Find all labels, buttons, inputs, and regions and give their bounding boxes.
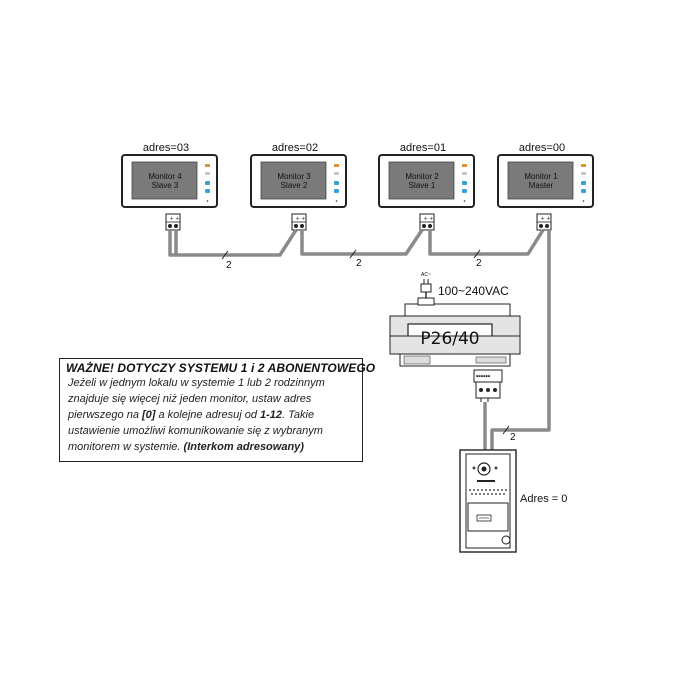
wire-count-label: 2 <box>476 258 482 269</box>
important-notice: WAŻNE! DOTYCZY SYSTEMU 1 i 2 ABONENTOWEG… <box>59 358 376 462</box>
call-icon <box>462 181 467 185</box>
monitor-role: Slave 1 <box>409 181 436 190</box>
svg-text:+ +: + + <box>296 216 306 222</box>
notice-bold-range: 1-12 <box>260 409 283 421</box>
led-orange-icon <box>334 164 339 167</box>
monitor-1: adres=00 Monitor 1 Master <box>497 142 594 208</box>
monitor-name: Monitor 1 <box>524 172 558 181</box>
led-orange-icon <box>205 164 210 167</box>
monitor-address-label: adres=03 <box>143 142 189 154</box>
monitor-name: Monitor 3 <box>277 172 311 181</box>
terminal-block-monitor-1: + + <box>536 213 552 231</box>
led-orange-icon <box>462 164 467 167</box>
voltage-label: 100~240VAC <box>438 284 509 298</box>
monitor-role: Slave 3 <box>152 181 179 190</box>
door-station <box>459 449 517 553</box>
speaker-grille-icon <box>469 489 507 495</box>
wire-count-label: 2 <box>356 258 362 269</box>
terminal-block-monitor-3: + + <box>291 213 307 231</box>
monitor-2: adres=01 Monitor 2 Slave 1 <box>378 142 475 208</box>
notice-text: . Takie ustawienie umożliwi komunikowani… <box>68 409 323 453</box>
unlock-icon <box>334 189 339 193</box>
monitor-screen <box>388 161 455 200</box>
call-icon <box>334 181 339 185</box>
power-supply-unit: P26/40 ▪▪▪▪▪▪ <box>389 297 521 402</box>
notice-title: WAŻNE! DOTYCZY SYSTEMU 1 i 2 ABONENTOWEG… <box>66 361 376 375</box>
monitor-address-label: adres=01 <box>400 142 446 154</box>
wire-count-marks <box>221 249 510 435</box>
notice-body: Jeżeli w jednym lokalu w systemie 1 lub … <box>66 375 356 455</box>
notice-bold-mode: (Interkom adresowany) <box>183 441 304 453</box>
door-station-address: Adres = 0 <box>520 493 567 505</box>
unlock-icon <box>205 189 210 193</box>
svg-text:+ +: + + <box>424 216 434 222</box>
monitor-role: Master <box>529 181 554 190</box>
monitor-3: adres=02 Monitor 3 Slave 2 <box>250 142 347 208</box>
monitor-screen <box>131 161 198 200</box>
terminal-block-monitor-2: + + <box>419 213 435 231</box>
svg-text:+ +: + + <box>170 216 180 222</box>
terminal-block-monitor-4: + + <box>165 213 181 231</box>
power-unit-model: P26/40 <box>420 329 479 349</box>
monitor-screen <box>507 161 574 200</box>
monitor-role: Slave 2 <box>281 181 308 190</box>
call-icon <box>581 181 586 185</box>
wire-count-label: 2 <box>510 432 516 443</box>
ac-label: AC~ <box>421 272 431 278</box>
unlock-icon <box>581 189 586 193</box>
wire-count-label: 2 <box>226 260 232 271</box>
notice-text: a kolejne adresuj od <box>155 409 261 421</box>
monitor-name: Monitor 2 <box>405 172 439 181</box>
unlock-icon <box>462 189 467 193</box>
monitor-address-label: adres=02 <box>272 142 318 154</box>
svg-text:+ +: + + <box>541 216 551 222</box>
svg-text:▪▪▪▪▪▪: ▪▪▪▪▪▪ <box>476 374 491 378</box>
notice-text: Jeżeli w jednym lokalu w systemie 1 lub … <box>68 377 325 421</box>
notice-bold-address: [0] <box>142 409 156 421</box>
monitor-name: Monitor 4 <box>148 172 182 181</box>
monitor-address-label: adres=00 <box>519 142 565 154</box>
monitor-screen <box>260 161 327 200</box>
monitor-4: adres=03 Monitor 4 Slave 3 <box>121 142 218 208</box>
call-icon <box>205 181 210 185</box>
call-button-icon <box>501 535 511 545</box>
led-orange-icon <box>581 164 586 167</box>
